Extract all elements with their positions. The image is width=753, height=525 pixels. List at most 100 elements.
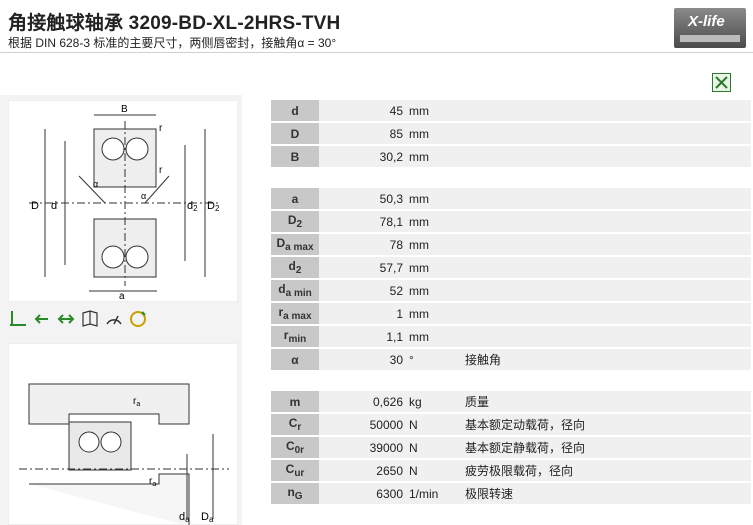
param-symbol-subscript: min — [288, 334, 307, 345]
label-D: D — [31, 200, 39, 212]
param-symbol: D2 — [271, 211, 319, 232]
param-value: 6300 — [319, 483, 409, 504]
param-symbol: α — [271, 349, 319, 370]
param-unit: mm — [409, 123, 461, 144]
logo-text: X-life — [688, 13, 725, 30]
param-symbol: D — [271, 123, 319, 144]
label-r-2: r — [159, 165, 163, 176]
param-symbol-main: α — [291, 352, 299, 367]
mounting-dimensions-drawing: ra ra da Da — [8, 343, 238, 525]
param-value: 50000 — [319, 414, 409, 435]
param-symbol: da min — [271, 280, 319, 301]
page-subtitle: 根据 DIN 628-3 标准的主要尺寸，两侧唇密封，接触角α = 30° — [8, 36, 337, 50]
param-symbol: Cur — [271, 460, 319, 481]
param-description — [461, 211, 751, 232]
param-symbol-main: r — [283, 328, 289, 342]
param-symbol: m — [271, 391, 319, 412]
param-symbol: rmin — [271, 326, 319, 347]
label-a: a — [119, 291, 125, 302]
param-symbol-subscript: 0r — [294, 445, 305, 456]
page-title: 角接触球轴承 3209-BD-XL-2HRS-TVH — [8, 13, 341, 34]
load-icons-row — [8, 308, 148, 330]
param-description — [461, 123, 751, 144]
param-symbol-main: C — [288, 416, 298, 430]
label-B: B — [121, 104, 128, 115]
param-symbol-main: d — [278, 282, 286, 296]
label-alpha-2: α — [141, 191, 146, 201]
param-description: 基本额定动载荷，径向 — [461, 414, 751, 435]
param-symbol-subscript: a max — [283, 311, 312, 322]
param-symbol: Cr — [271, 414, 319, 435]
param-symbol-subscript: G — [294, 491, 303, 502]
param-symbol-main: B — [290, 149, 300, 164]
label-ra: ra — [133, 396, 140, 408]
param-symbol-subscript: ur — [294, 468, 305, 479]
rotation-icon[interactable] — [128, 309, 148, 329]
param-symbol-main: C — [285, 462, 295, 476]
radial-load-icon[interactable] — [8, 309, 28, 329]
param-description — [461, 188, 751, 209]
speed-icon[interactable] — [104, 309, 124, 329]
bearing-cross-section-drawing: B r r D d d2 D2 a α α — [8, 100, 238, 302]
param-value: 85 — [319, 123, 409, 144]
label-d2: d2 — [187, 200, 198, 213]
param-unit: N — [409, 414, 461, 435]
param-value: 1,1 — [319, 326, 409, 347]
param-unit: N — [409, 460, 461, 481]
label-Da: Da — [201, 511, 214, 524]
param-description: 接触角 — [461, 349, 751, 370]
param-symbol: Da max — [271, 234, 319, 255]
label-r: r — [159, 123, 163, 134]
label-ra-2: ra — [149, 476, 156, 488]
book-icon[interactable] — [80, 309, 100, 329]
param-unit: mm — [409, 211, 461, 232]
param-symbol: d — [271, 100, 319, 121]
param-description: 基本额定静载荷，径向 — [461, 437, 751, 458]
param-symbol: a — [271, 188, 319, 209]
param-value: 45 — [319, 100, 409, 121]
param-symbol-main: m — [289, 394, 301, 409]
param-symbol: d2 — [271, 257, 319, 278]
param-unit: N — [409, 437, 461, 458]
param-symbol-main: n — [287, 485, 295, 499]
label-da: da — [179, 511, 190, 524]
param-value: 78,1 — [319, 211, 409, 232]
param-value: 57,7 — [319, 257, 409, 278]
param-unit: mm — [409, 257, 461, 278]
param-value: 78 — [319, 234, 409, 255]
param-description — [461, 100, 751, 121]
param-symbol: nG — [271, 483, 319, 504]
header-divider — [0, 52, 753, 53]
param-value: 52 — [319, 280, 409, 301]
param-value: 39000 — [319, 437, 409, 458]
param-description: 质量 — [461, 391, 751, 412]
param-symbol-subscript: 2 — [296, 219, 303, 230]
param-symbol-main: D — [290, 126, 300, 141]
logo-tagline-bar — [680, 35, 740, 42]
axial-load-left-icon[interactable] — [32, 309, 52, 329]
param-symbol: ra max — [271, 303, 319, 324]
param-symbol: C0r — [271, 437, 319, 458]
param-symbol-main: C — [285, 439, 295, 453]
param-unit: ° — [409, 349, 461, 370]
excel-export-icon[interactable] — [712, 73, 731, 92]
x-life-logo: X-life — [674, 8, 746, 48]
axial-load-both-icon[interactable] — [56, 309, 76, 329]
param-unit: 1/min — [409, 483, 461, 504]
param-unit: mm — [409, 188, 461, 209]
